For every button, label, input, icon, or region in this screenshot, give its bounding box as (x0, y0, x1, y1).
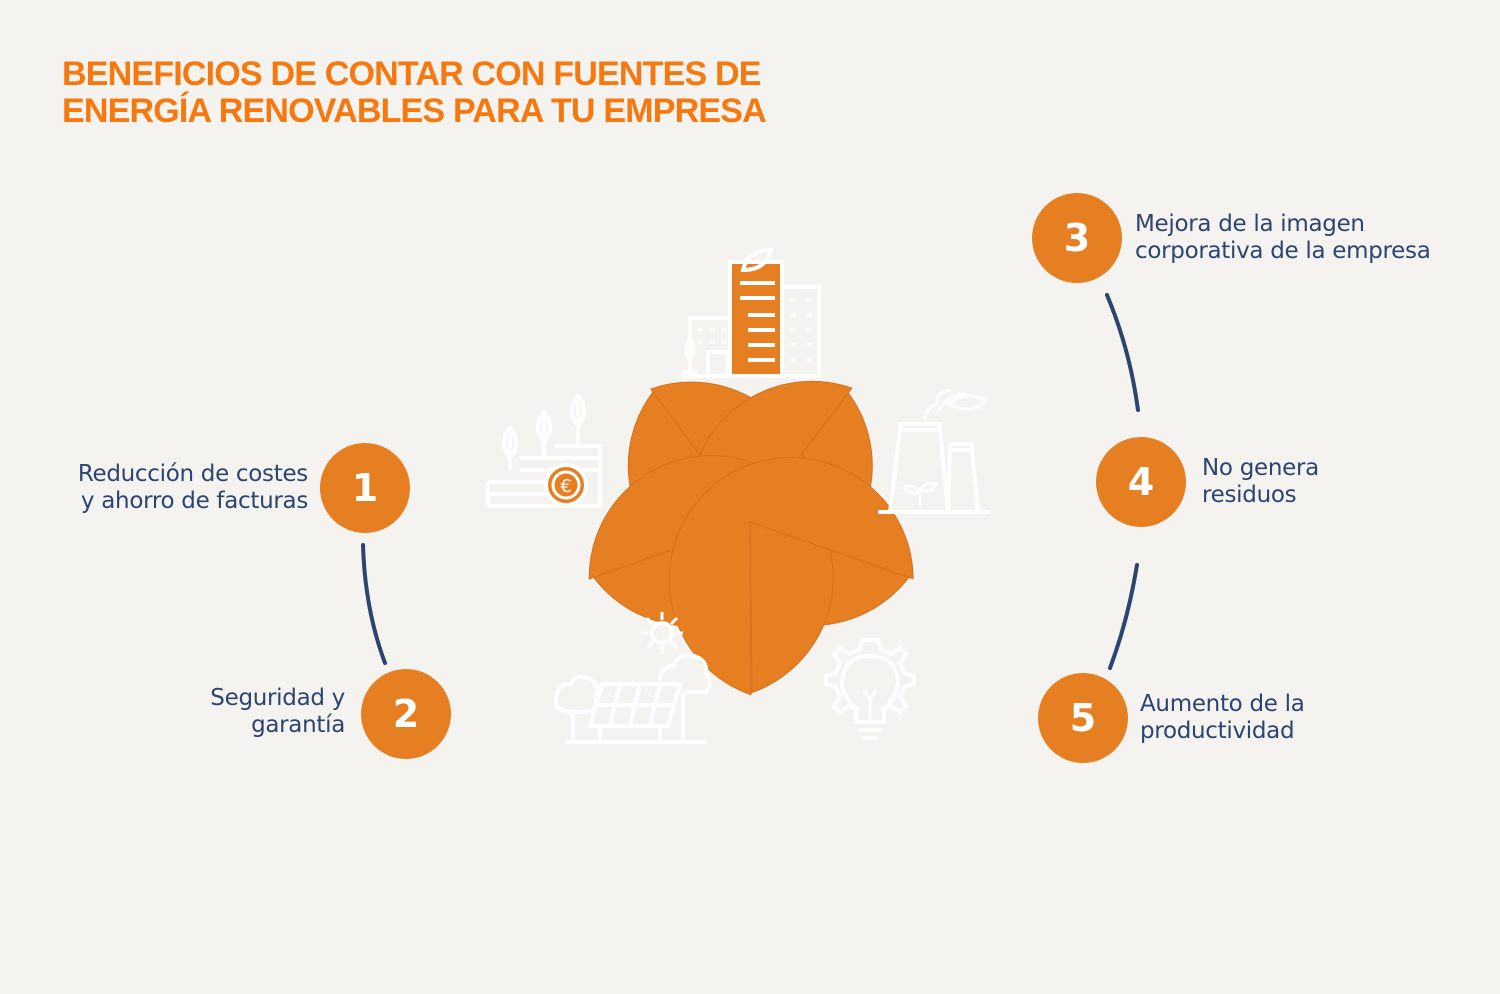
benefit-number-2: 2 (361, 669, 451, 759)
green-buildings-icon (682, 247, 821, 379)
connector-arc-3-4 (1105, 293, 1140, 412)
benefit-number-4: 4 (1096, 437, 1186, 527)
factory-sprout-icon (878, 388, 990, 514)
svg-text:€: € (560, 476, 571, 497)
lightbulb-gear-icon (824, 638, 916, 740)
benefit-number-3: 3 (1032, 193, 1122, 283)
page-title: BENEFICIOS DE CONTAR CON FUENTES DE ENER… (62, 55, 767, 130)
benefit-number-5: 5 (1038, 673, 1128, 763)
solar-panel-sun-icon (553, 612, 712, 744)
benefit-number-1: 1 (320, 443, 410, 533)
coins-plants-euro-icon: € (486, 392, 602, 508)
connector-arc-4-5 (1108, 563, 1139, 670)
connector-arc-1-2 (361, 543, 387, 665)
